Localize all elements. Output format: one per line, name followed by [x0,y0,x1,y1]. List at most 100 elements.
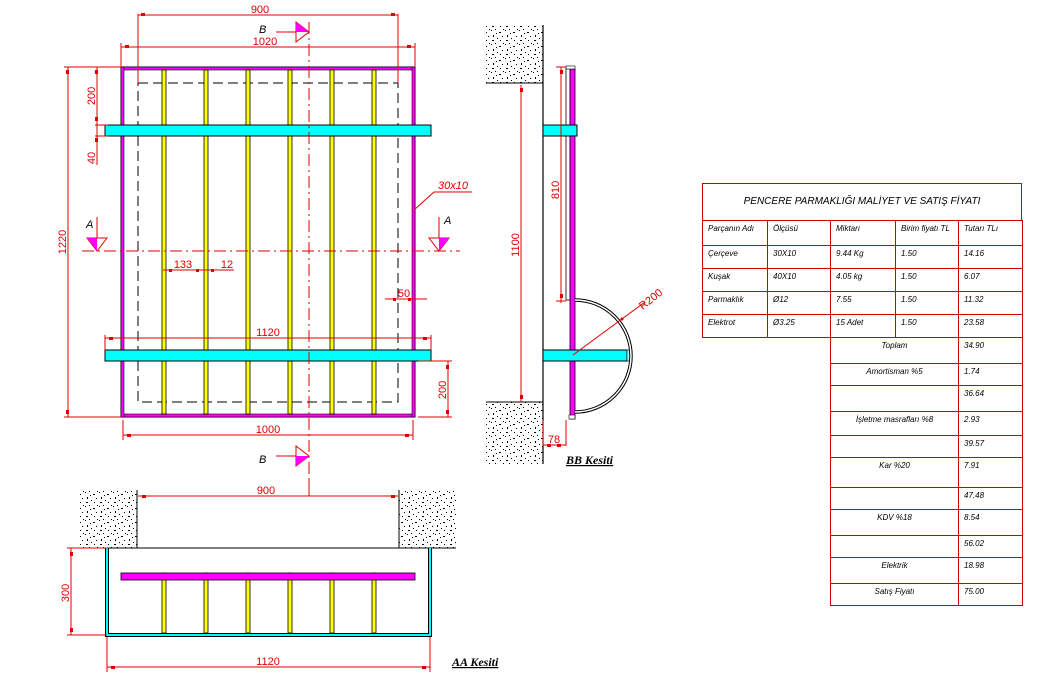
frame-top [120,66,416,71]
table-cell: 30X10 [767,245,831,269]
dim-frame-profile: 30x10 [438,180,469,192]
frame-section [569,68,576,420]
summary-value-cell-text: 8.54 [964,513,980,522]
section-marker-b-top: B [259,20,310,44]
summary-label-cell: Amortisman %5 [830,363,959,386]
dim-offset-right: 50 [398,288,410,300]
summary-value-cell-text: 75.00 [964,587,985,596]
vertical-bar [371,69,377,415]
wall-opening-hidden [137,82,399,403]
dim-bb-radius: R200 [637,287,665,313]
summary-value-cell-text: 2.93 [964,415,980,424]
dim-top-inner: 900 [251,4,269,16]
svg-text:A: A [85,219,93,231]
table-cell-text: 7.55 [836,295,852,304]
table-header-cell-text: Tutarı TLı [964,224,999,233]
summary-label-cell [830,385,959,412]
table-cell: 9.44 Kg [830,245,896,269]
table-cell: 11.32 [958,291,1023,315]
table-cell-text: Ø12 [773,295,789,304]
section-marker-a-left: A [85,217,109,252]
aa-section: 900 300 1120 AA Kesiti [60,480,499,672]
summary-value-cell: 18.98 [958,557,1023,584]
summary-value-cell: 7.91 [958,457,1023,488]
summary-value-cell: 36.64 [958,385,1023,412]
summary-value-cell-text: 39.57 [964,439,985,448]
summary-value-cell-text: 7.91 [964,461,980,470]
summary-label-cell: KDV %18 [830,509,959,536]
concrete-top [486,25,543,83]
summary-value-cell: 34.90 [958,337,1023,364]
aa-section-title: AA Kesiti [451,655,499,669]
dim-left-total: 1220 [57,230,69,254]
belt-section-bottom [542,349,628,362]
summary-value-cell: 56.02 [958,535,1023,558]
aa-bar-section [161,572,167,634]
summary-label-cell-text: İşletme masrafları %8 [855,415,934,424]
dim-bottom-width: 1000 [256,424,280,436]
dim-bb-upper: 810 [550,181,562,199]
summary-value-cell: 47.48 [958,487,1023,510]
belt-section-top [542,124,578,137]
aa-bar-section [203,572,209,634]
table-cell-text: Ø3.25 [773,318,795,327]
summary-label-cell: Kar %20 [830,457,959,488]
table-title-cell: PENCERE PARMAKLIĞI MALİYET VE SATIŞ FİYA… [702,183,1022,221]
summary-value-cell: 2.93 [958,411,1023,436]
table-cell: 40X10 [767,268,831,292]
dim-bb-total: 1100 [510,233,522,257]
table-cell: Ø12 [767,291,831,315]
summary-label-cell-text: Kar %20 [879,461,910,470]
table-cell: Çerçeve [702,245,768,269]
summary-label-cell-text: Toplam [881,341,908,350]
table-cell: Kuşak [702,268,768,292]
summary-value-cell: 1.74 [958,363,1023,386]
summary-label-cell: Elektrik [830,557,959,584]
frame-aa-section [120,572,416,581]
concrete-left [80,490,137,548]
table-cell: Parmaklık [702,291,768,315]
summary-label-cell-text: Elektrik [881,561,908,570]
table-cell-text: Parmaklık [708,295,744,304]
table-cell: 1.50 [895,245,959,269]
table-cell-text: 1.50 [901,249,917,258]
table-header-cell-text: Ölçüsü [773,224,798,233]
table-cell-text: 15 Adet [836,318,864,327]
table-cell-text: Kuşak [708,272,731,281]
table-cell-text: 1.50 [901,295,917,304]
svg-text:B: B [259,24,266,36]
table-cell-text: 14.16 [964,249,985,258]
table-header-cell: Parçanın Adı [702,220,768,246]
table-cell: 14.16 [958,245,1023,269]
table-cell: 7.55 [830,291,896,315]
table-cell: 23.58 [958,314,1023,338]
table-cell: 15 Adet [830,314,896,338]
table-cell-text: 40X10 [773,272,797,281]
dim-aa-width: 1120 [256,656,280,668]
dim-aa-depth: 300 [60,584,72,602]
summary-value-cell-text: 56.02 [964,539,985,548]
table-header-cell: Tutarı TLı [958,220,1023,246]
table-cell-text: 9.44 Kg [836,249,864,258]
dim-left-top: 200 [86,87,98,105]
table-cell: 4.05 kg [830,268,896,292]
vertical-bar [245,69,251,415]
summary-label-cell-text: Amortisman %5 [866,367,923,376]
summary-value-cell-text: 47.48 [964,491,985,500]
table-header-cell: Miktarı [830,220,896,246]
table-cell: 1.50 [895,268,959,292]
summary-label-cell-text: Satış Fiyatı [874,587,915,596]
dim-left-belt: 40 [86,152,98,164]
summary-label-cell: Satış Fiyatı [830,583,959,606]
bb-section: 810 1100 R200 78 BB Kesiti [486,25,665,467]
summary-value-cell-text: 34.90 [964,341,985,350]
belt-bottom [104,349,432,362]
summary-label-cell [830,435,959,458]
summary-label-cell [830,535,959,558]
aa-bar-section [287,572,293,634]
table-header-cell: Ölçüsü [767,220,831,246]
section-marker-a-right: A [427,215,451,252]
vertical-bar [287,69,293,415]
svg-text:A: A [443,215,451,227]
